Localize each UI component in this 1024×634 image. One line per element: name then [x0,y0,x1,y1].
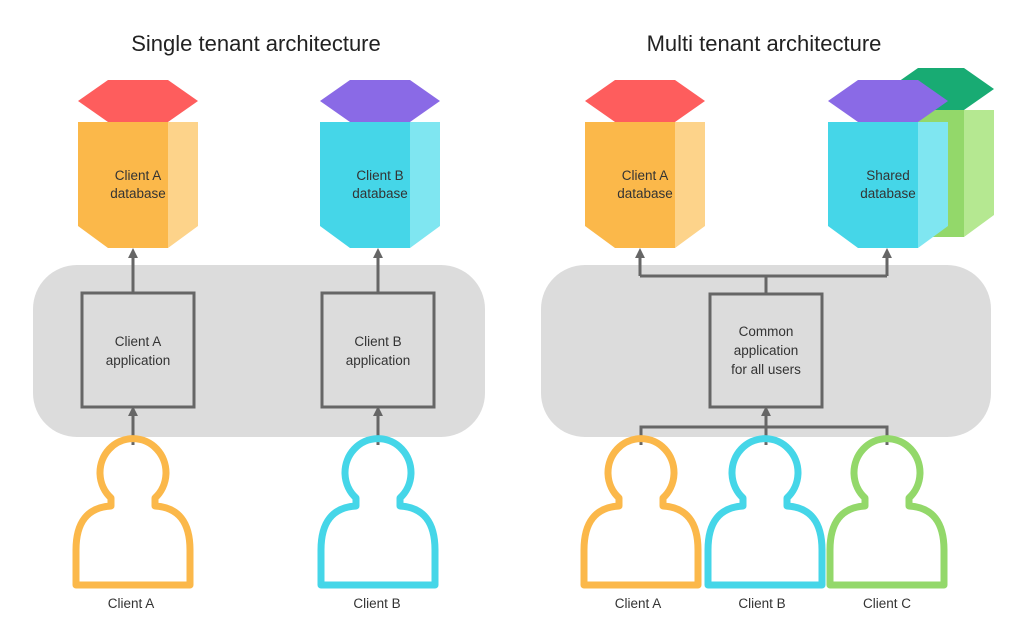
single-client-a-application: Client A application [80,291,196,409]
single-client-b-user-icon [317,435,439,589]
single-tenant-title: Single tenant architecture [131,31,381,56]
multi-app-label-line1: Common [739,324,794,339]
multi-client-a-database: Client A database [585,80,705,248]
multi-db-a-label-line2: database [617,186,673,201]
multi-shared-database: Shared database [828,68,994,248]
multi-app-to-databases-branch [640,274,887,294]
multi-client-b-label: Client B [738,596,785,611]
single-db-b-label-line1: Client B [356,168,403,183]
single-app-a-label-line2: application [106,353,171,368]
multi-client-a-user-icon [580,435,702,589]
single-app-b-label-line2: application [346,353,411,368]
single-db-a-label-line2: database [110,186,166,201]
multi-client-a-label: Client A [615,596,662,611]
multi-db-shared-label-line2: database [860,186,916,201]
single-client-a-user-icon [72,435,194,589]
multi-app-label-line3: for all users [731,362,801,377]
multi-client-b-user-icon [704,435,826,589]
single-client-a-label: Client A [108,596,155,611]
multi-app-layer-panel [541,265,991,437]
multi-tenant-title: Multi tenant architecture [647,31,882,56]
multi-client-c-user-icon [826,435,948,589]
multi-client-c-label: Client C [863,596,911,611]
shared-database-front-layer [828,80,948,248]
single-client-b-label: Client B [353,596,400,611]
single-client-b-database: Client B database [320,80,440,248]
single-app-b-label-line1: Client B [354,334,401,349]
multi-app-label-line2: application [734,343,799,358]
single-db-b-label-line2: database [352,186,408,201]
single-app-a-label-line1: Client A [115,334,162,349]
single-db-a-label-line1: Client A [115,168,162,183]
multi-db-a-label-line1: Client A [622,168,669,183]
single-app-layer-panel [33,265,485,437]
single-client-a-database: Client A database [78,80,198,248]
multi-db-shared-label-line1: Shared [866,168,910,183]
